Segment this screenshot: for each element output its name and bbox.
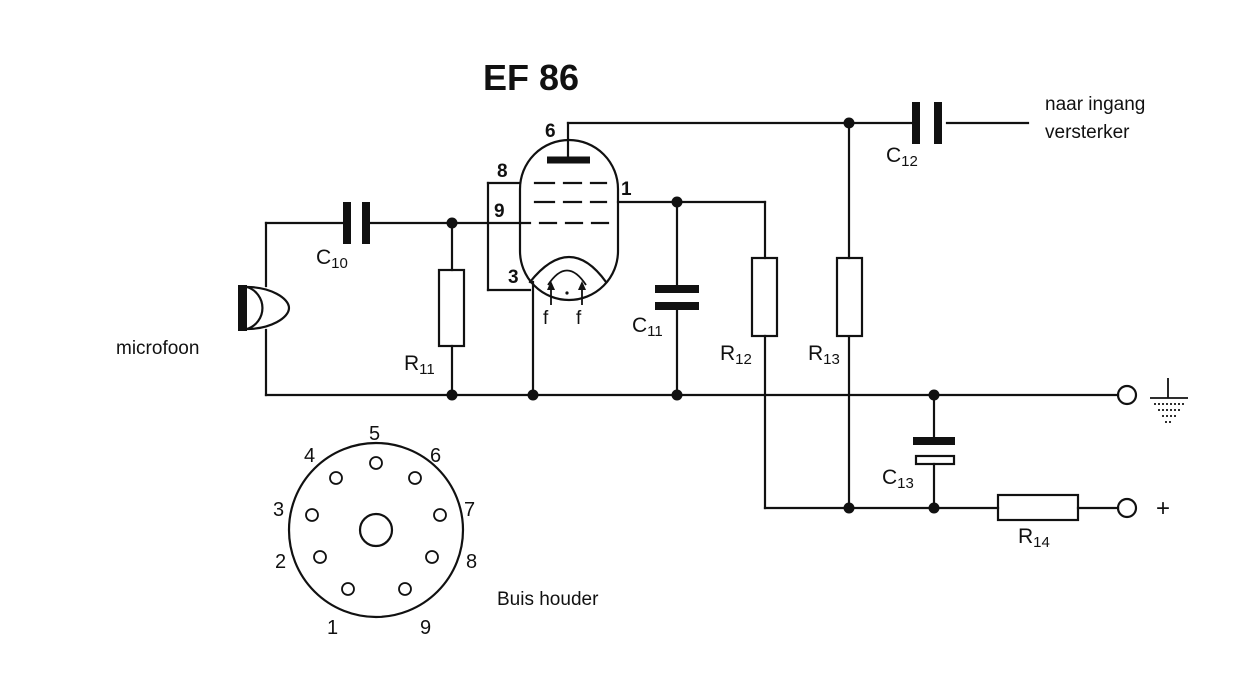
ef86-tube (518, 138, 620, 305)
socket-pin-label: 8 (466, 551, 477, 573)
heater (547, 269, 587, 286)
output-label-line2: versterker (1045, 122, 1130, 143)
socket-pin-label: 4 (304, 445, 315, 467)
resistor-r14 (996, 493, 1080, 522)
filament-label-right: f (576, 308, 582, 329)
c12-label: C12 (886, 144, 918, 170)
capacitor-c10 (343, 202, 370, 244)
capacitor-c13 (913, 437, 956, 466)
socket-pin-label: 5 (369, 423, 380, 445)
output-label-line1: naar ingang (1045, 94, 1145, 115)
tube-pin-anode: 6 (545, 121, 556, 142)
socket-pin-label: 9 (420, 617, 431, 639)
plus-terminal (1116, 497, 1138, 519)
resistor-r11 (437, 268, 466, 348)
microphone-label: microfoon (116, 338, 199, 359)
socket-outline (287, 441, 465, 619)
tube-pin-g3: 8 (497, 161, 508, 182)
socket-pin-label: 6 (430, 445, 441, 467)
junctions (446, 117, 940, 514)
ground-icon (1150, 378, 1188, 423)
c11-label: C11 (632, 314, 663, 340)
microphone-symbol (238, 285, 291, 331)
r14-label: R14 (1018, 525, 1050, 551)
r12-label: R12 (720, 342, 752, 368)
ground-terminal (1116, 384, 1138, 406)
wires (264, 121, 1120, 510)
cathode (528, 256, 608, 284)
socket-pin-label: 2 (275, 551, 286, 573)
c13-label: C13 (882, 466, 914, 492)
capacitor-c12 (912, 102, 942, 144)
plus-label: + (1156, 495, 1170, 522)
tube-socket (287, 441, 465, 619)
socket-pin-label: 3 (273, 499, 284, 521)
socket-pin-holes (305, 456, 447, 596)
tube-pin-cathode: 3 (508, 267, 519, 288)
socket-center-hole (358, 512, 394, 548)
socket-pin-label: 1 (327, 617, 338, 639)
c10-label: C10 (316, 246, 348, 272)
socket-pin-label: 7 (464, 499, 475, 521)
socket-label: Buis houder (497, 589, 599, 610)
tube-pin-g2: 1 (621, 179, 632, 200)
filament-label-left: f (543, 308, 549, 329)
tube-pin-g1: 9 (494, 201, 505, 222)
r11-label: R11 (404, 352, 435, 378)
tube-type-title: EF 86 (483, 57, 579, 98)
capacitor-c11 (655, 285, 699, 310)
resistor-r12 (750, 256, 779, 338)
tube-envelope (518, 138, 620, 302)
r13-label: R13 (808, 342, 840, 368)
resistor-r13 (835, 256, 864, 338)
